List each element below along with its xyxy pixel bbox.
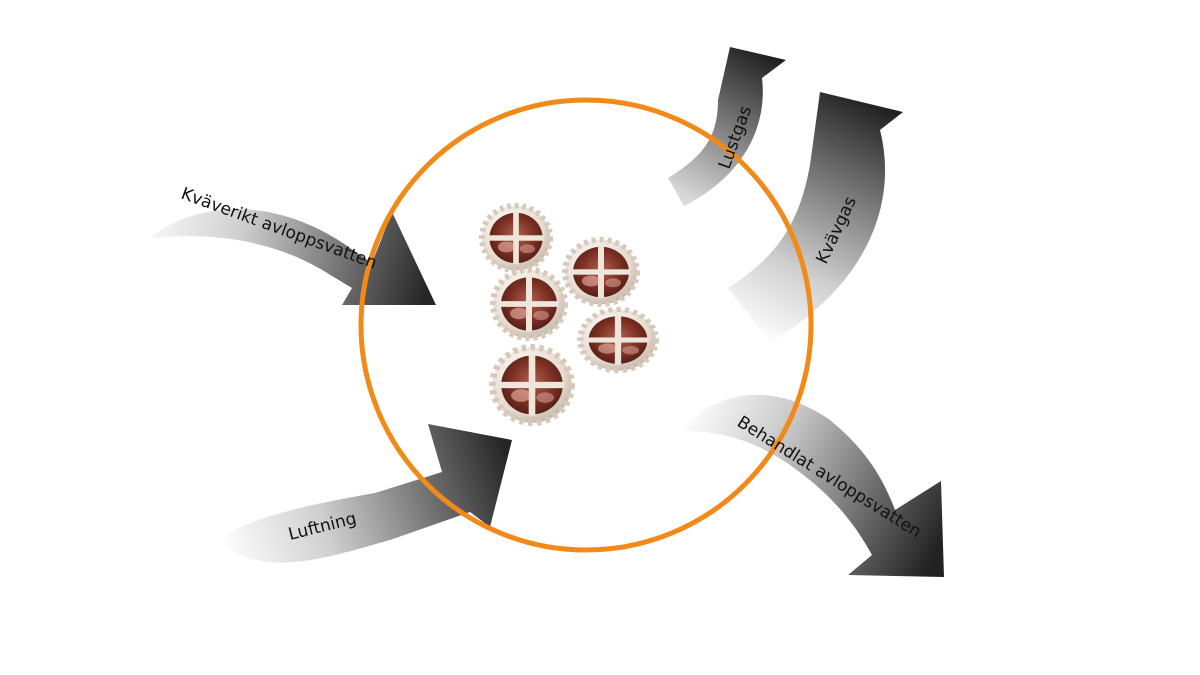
nitrous-oxide-arrow bbox=[668, 47, 786, 206]
carrier-piece bbox=[580, 309, 656, 370]
carrier-piece bbox=[492, 347, 571, 423]
carrier-piece bbox=[482, 206, 550, 271]
carrier-piece bbox=[565, 240, 637, 305]
biofilm-carriers bbox=[482, 206, 656, 423]
nitrogen-gas-arrow bbox=[728, 92, 903, 342]
carrier-piece bbox=[493, 270, 565, 338]
outflow-arrow bbox=[682, 394, 944, 577]
aeration-arrow bbox=[218, 424, 512, 563]
reactor-circle bbox=[358, 97, 814, 553]
